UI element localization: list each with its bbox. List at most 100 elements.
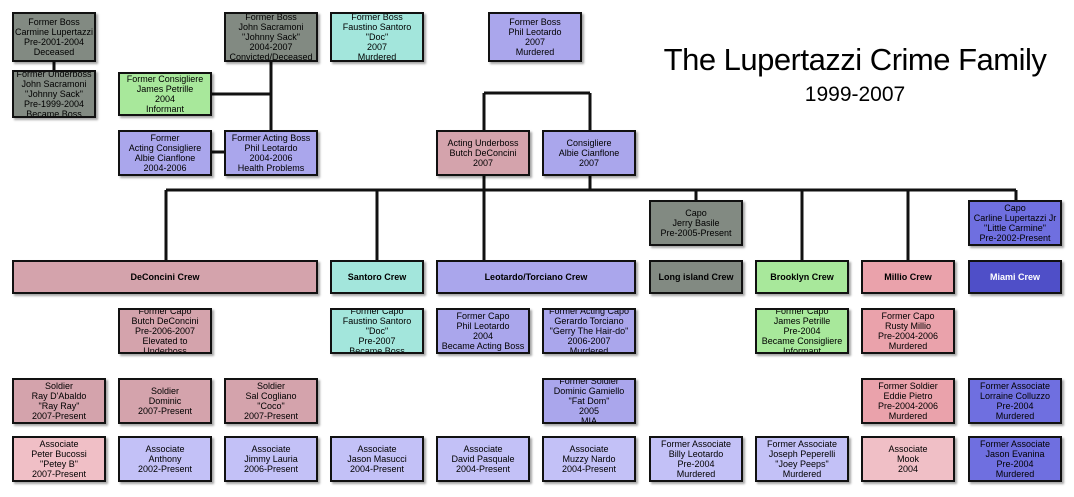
node-text-line: Murdered (569, 346, 609, 354)
node-text-line: Acting Underboss (447, 138, 519, 148)
node-text-line: Carline Lupertazzi Jr (973, 213, 1057, 223)
node-text-line: 2007-Present (31, 469, 87, 479)
node-text-line: "Coco" (257, 401, 285, 411)
node-text-line: Former Boss (509, 17, 561, 27)
node-text-line: Murdered (515, 47, 555, 57)
node-text-line: Albie Cianflone (558, 148, 620, 158)
node-text-line: Associate (357, 444, 397, 454)
node-text-line: Soldier (44, 381, 73, 391)
node-text-line: Former Boss (351, 12, 403, 22)
node-text-line: Former Capo (881, 311, 935, 321)
node-text-line: Underboss (143, 346, 187, 354)
node-text-line: Pre-2004 (996, 401, 1034, 411)
node-text-line: Murdered (888, 341, 928, 351)
node-text-line: Consigliere (566, 138, 612, 148)
node-text-line: Brooklyn Crew (770, 272, 834, 282)
node-leotardo-crew: Leotardo/Torciano Crew (436, 260, 636, 294)
chart-title: The Lupertazzi Crime Family (663, 42, 1047, 77)
node-text-line: 2004 (154, 94, 176, 104)
node-text-line: Convicted/Deceased (229, 52, 313, 62)
node-text-line: Long island Crew (658, 272, 734, 282)
node-text-line: 2004 (472, 331, 494, 341)
node-text-line: Pre-2001-2004 (23, 37, 85, 47)
node-text-line: Murdered (995, 469, 1035, 479)
node-text-line: Elevated to (142, 336, 188, 346)
node-text-line: Butch DeConcini (449, 148, 517, 158)
node-longisland-crew: Long island Crew (649, 260, 743, 294)
node-text-line: Pre-2004 (996, 459, 1034, 469)
node-text-line: Jimmy Lauria (244, 454, 298, 464)
node-text-line: MIA (580, 416, 597, 424)
node-text-line: 2002-Present (137, 464, 193, 474)
node-text-line: "Ray Ray" (38, 401, 80, 411)
node-text-line: "Johnny Sack" (25, 89, 83, 99)
node-text-line: Associate (39, 439, 79, 449)
node-text-line: Pre-2004-2006 (877, 331, 939, 341)
node-text-line: Former Soldier (559, 378, 619, 386)
node-text-line: Informant (145, 104, 185, 114)
node-text-line: Mook (896, 454, 919, 464)
node-text-line: Pre-2006-2007 (134, 326, 196, 336)
node-text-line: "Doc" (365, 326, 389, 336)
node-text-line: 2007-Present (137, 406, 193, 416)
node-text-line: 2005 (578, 406, 600, 416)
node-text-line: Informant (782, 346, 822, 354)
node-text-line: 2004-Present (349, 464, 405, 474)
node-text-line: Dominic Gamiello (553, 386, 625, 396)
node-text-line: Associate (888, 444, 928, 454)
node-text-line: Murdered (676, 469, 716, 479)
chart-subtitle: 1999-2007 (804, 83, 906, 106)
node-text-line: "Johnny Sack" (242, 32, 300, 42)
node-text-line: Former Underboss (16, 70, 92, 79)
node-text-line: Became Boss (26, 109, 82, 118)
node-text-line: 2004 (897, 464, 919, 474)
node-text-line: Murdered (782, 469, 822, 479)
node-text-line: "Doc" (365, 32, 389, 42)
node-text-line: 2007 (366, 42, 388, 52)
node-text-line: David Pasquale (451, 454, 515, 464)
node-text-line: Faustino Santoro (342, 316, 412, 326)
node-text-line: 2006-2007 (567, 336, 611, 346)
node-text-line: Millio Crew (884, 272, 932, 282)
node-text-line: Became Boss (349, 346, 405, 354)
node-text-line: Muzzy Nardo (562, 454, 616, 464)
node-text-line: Rusty Millio (884, 321, 931, 331)
node-text-line: Soldier (150, 386, 179, 396)
node-text-line: Butch DeConcini (131, 316, 199, 326)
node-text-line: Jason Evanina (985, 449, 1045, 459)
node-text-line: Former Boss (245, 12, 297, 22)
node-text-line: Pre-1999-2004 (23, 99, 85, 109)
node-text-line: Former Acting Capo (548, 308, 630, 316)
node-text-line: Capo (685, 208, 707, 218)
node-text-line: Miami Crew (989, 272, 1040, 282)
node-text-line: Phil Leotardo (456, 321, 510, 331)
node-text-line: Pre-2002-Present (979, 233, 1051, 243)
node-text-line: 2007-Present (243, 411, 299, 421)
node-text-line: Associate (463, 444, 503, 454)
node-text-line: Joseph Peperelli (768, 449, 836, 459)
node-text-line: Pre-2004 (783, 326, 821, 336)
node-text-line: James Petrille (773, 316, 831, 326)
node-text-line: 2007 (524, 37, 546, 47)
node-text-line: Former Capo (456, 311, 510, 321)
node-text-line: Pre-2005-Present (660, 228, 732, 238)
